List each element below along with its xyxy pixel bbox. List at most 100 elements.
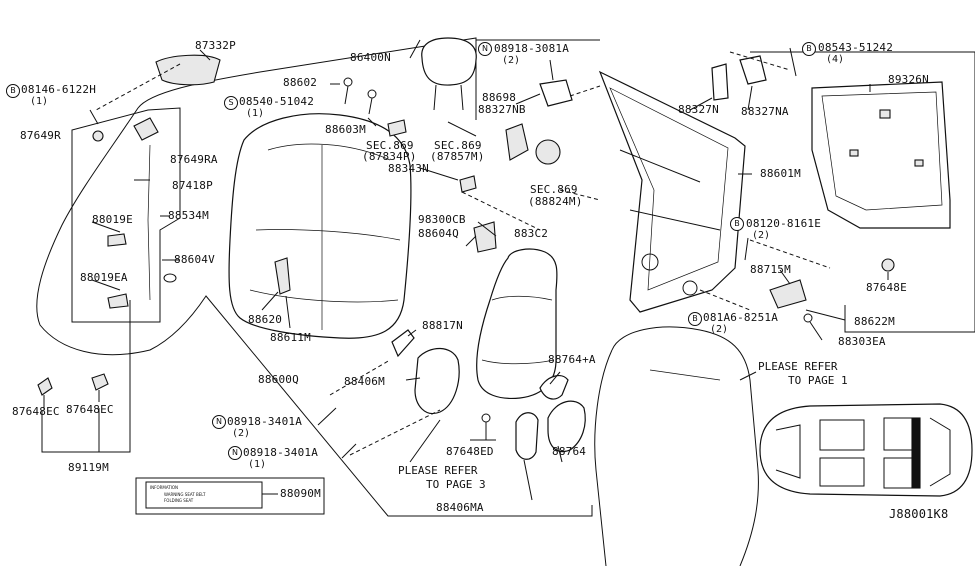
label-88611m: 88611M [270, 331, 311, 344]
label-88327na: 88327NA [741, 105, 789, 118]
part-88603m [367, 89, 377, 115]
sticker-line-2: WARNING SEAT BELT [164, 492, 206, 497]
clip-87648ec-right [91, 373, 109, 402]
label-87648ec-right: 87648EC [66, 403, 114, 416]
label-88534m: 88534M [168, 209, 209, 222]
bracket-89119m [41, 300, 131, 453]
b-marker: B [802, 42, 816, 56]
label-88019ea: 88019EA [80, 271, 128, 284]
harness-connector [107, 233, 127, 247]
part-88406m [414, 347, 460, 414]
seat-cushion [476, 248, 558, 400]
car-silhouette [759, 403, 973, 497]
label-88406ma: 88406MA [436, 501, 484, 514]
part-87649ra [133, 117, 159, 141]
part-88698 [539, 79, 573, 107]
label-89119m: 89119M [68, 461, 109, 474]
sticker-88090m [145, 481, 263, 509]
n-marker: N [478, 42, 492, 56]
part-87648e [881, 258, 895, 272]
seatback-cushion [228, 113, 412, 339]
recliner-87857m [535, 139, 561, 165]
label-88406m: 88406M [344, 375, 385, 388]
label-08918-3401a-2: 08918-3401A [227, 415, 303, 428]
label-87834p: (87834P) [362, 150, 417, 163]
bolt-88303ea [803, 313, 813, 323]
b-marker: B [688, 312, 702, 326]
label-08918-3401a-1: 08918-3401A [243, 446, 319, 459]
n-marker: N [212, 415, 226, 429]
sticker-frame [135, 477, 325, 515]
refer-page-1-line1: PLEASE REFER [758, 360, 838, 373]
label-sec869-c: SEC.869 [530, 183, 578, 196]
qty-08918-3401a-2: (2) [232, 428, 251, 439]
part-88604v [163, 273, 177, 283]
part-88343n [459, 175, 477, 193]
label-87418p: 87418P [172, 179, 213, 192]
diagram-code: J88001K8 [889, 507, 949, 521]
harness-box [71, 107, 181, 323]
label-88620: 88620 [248, 313, 283, 326]
label-88327n: 88327N [678, 103, 719, 116]
part-88764a [539, 374, 569, 400]
label-08540-51042: 08540-51042 [239, 95, 315, 108]
part-87834p [387, 119, 407, 137]
qty-081a6: (2) [710, 324, 729, 335]
label-88327nb: 88327NB [478, 103, 526, 116]
label-88622m: 88622M [854, 315, 895, 328]
label-88698: 88698 [482, 91, 517, 104]
label-88604v: 88604V [174, 253, 215, 266]
clip-87648ed [481, 413, 491, 423]
clip-87648ec-left [37, 377, 53, 410]
refer-page-3-line2: TO PAGE 3 [426, 478, 486, 491]
label-98300cb: 98300CB [418, 213, 466, 226]
label-88303ea: 88303EA [838, 335, 886, 348]
part-88602 [343, 77, 353, 105]
part-88817n [391, 329, 415, 358]
refer-page-1-line2: TO PAGE 1 [788, 374, 848, 387]
label-87648ed: 87648ED [446, 445, 494, 458]
part-88327nb [505, 123, 529, 161]
sticker-line-3: FOLDING SEAT [164, 498, 194, 503]
sticker-line-1: INFORMATION [150, 485, 179, 490]
harness-connector-b [107, 293, 129, 309]
label-87857m: (87857M) [430, 150, 485, 163]
part-87332p [155, 54, 221, 86]
box-divider [475, 38, 600, 41]
back-board-89326n [811, 81, 951, 229]
part-88406ma [515, 412, 539, 460]
label-08918-3081a: 08918-3081A [494, 42, 570, 55]
label-88019e: 88019E [92, 213, 133, 226]
label-88817n: 88817N [422, 319, 463, 332]
part-88715m [769, 279, 807, 309]
label-87648e: 87648E [866, 281, 907, 294]
label-88824m: (88824M) [528, 195, 583, 208]
label-88090m: 88090M [280, 487, 321, 500]
label-88600q: 88600Q [258, 373, 299, 386]
part-88327n-b [711, 63, 729, 101]
label-88601m: 88601M [760, 167, 801, 180]
front-seat-outline [611, 326, 759, 566]
part-88327n [739, 55, 767, 85]
label-86400n: 86400N [350, 51, 391, 64]
trim-box [750, 51, 975, 333]
qty-08540: (1) [246, 108, 265, 119]
label-08543-51242: 08543-51242 [818, 41, 894, 54]
label-88764a: 88764+A [548, 353, 596, 366]
label-88764: 88764 [552, 445, 587, 458]
part-88620 [274, 257, 291, 295]
label-88715m: 88715M [750, 263, 791, 276]
b-marker: B [730, 217, 744, 231]
label-sec869-b: SEC.869 [434, 139, 482, 152]
n-marker: N [228, 446, 242, 460]
clip-87649r [92, 130, 104, 142]
screw-08146 [89, 109, 99, 125]
label-87648ec-left: 87648EC [12, 405, 60, 418]
seatback-frame [598, 70, 746, 313]
qty-08918-3081a: (2) [502, 55, 521, 66]
b-marker: B [6, 84, 20, 98]
label-sec869-a: SEC.869 [366, 139, 414, 152]
label-89326n: 89326N [888, 73, 929, 86]
harness-88534m [147, 144, 151, 301]
